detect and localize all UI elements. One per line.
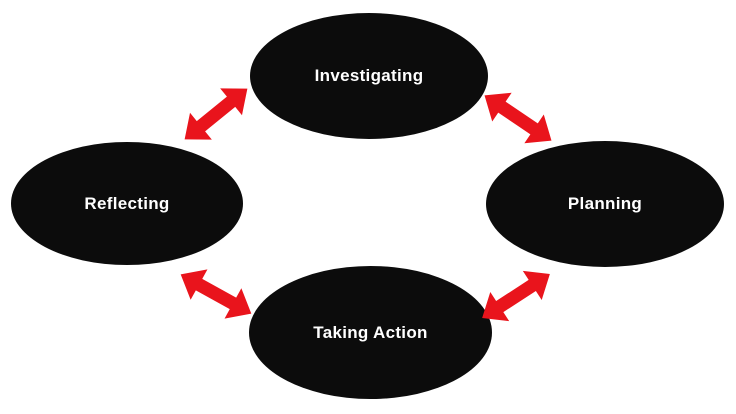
double-arrow-shape (482, 270, 550, 322)
double-arrow-shape (180, 269, 252, 319)
node-reflecting: Reflecting (11, 142, 243, 265)
double-arrow-shape (184, 88, 248, 140)
double-arrow-taking-action-reflecting-icon (180, 269, 252, 319)
node-planning-label: Planning (567, 194, 643, 213)
node-taking-action: Taking Action (249, 266, 492, 399)
node-investigating: Investigating (250, 13, 488, 139)
node-taking-action-label: Taking Action (313, 322, 428, 342)
node-reflecting-label: Reflecting (84, 193, 170, 213)
double-arrow-shape (484, 92, 552, 144)
node-investigating-label: Investigating (314, 66, 424, 85)
double-arrow-reflecting-investigating-icon (184, 88, 248, 140)
double-arrow-planning-taking-action-icon (482, 270, 550, 322)
double-arrow-investigating-planning-icon (484, 92, 552, 144)
node-planning: Planning (486, 141, 724, 267)
